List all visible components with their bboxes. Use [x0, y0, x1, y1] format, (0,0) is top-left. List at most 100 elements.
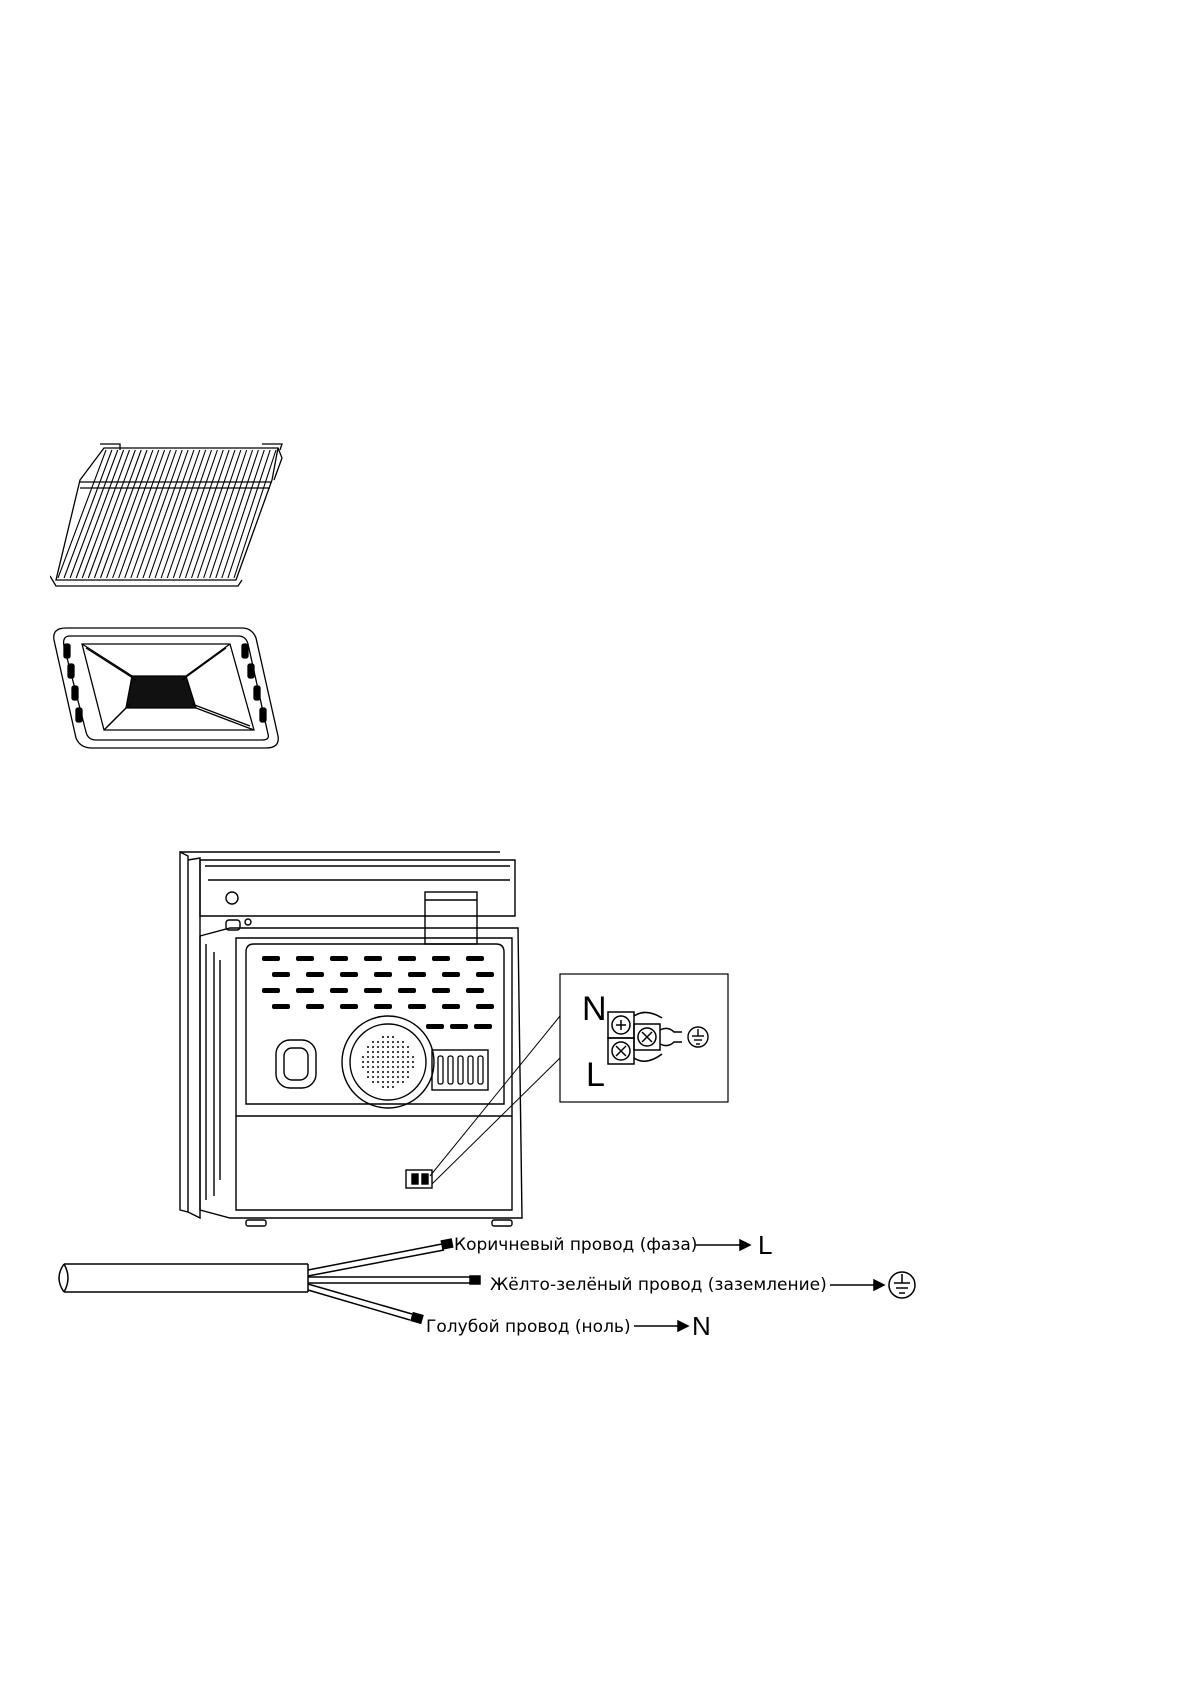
fan-dot: [392, 1061, 394, 1063]
grille-bar: [467, 1055, 474, 1085]
fan-dot: [372, 1051, 374, 1053]
fan-dot: [387, 1071, 389, 1073]
fan-dot: [387, 1036, 389, 1038]
fan-dot: [387, 1081, 389, 1083]
rack-bar: [81, 449, 130, 579]
fan-dot: [387, 1046, 389, 1048]
fan-dot: [397, 1051, 399, 1053]
vent-slot: [306, 1004, 324, 1009]
fan-dot: [362, 1061, 364, 1063]
fan-dot: [407, 1061, 409, 1063]
rack-bar: [203, 449, 248, 579]
fan-dot: [402, 1051, 404, 1053]
fan-dot: [382, 1041, 384, 1043]
fan-dot: [402, 1046, 404, 1048]
fan-dot: [372, 1081, 374, 1083]
terminal-block-icon: [607, 1011, 682, 1065]
vent-slot: [398, 988, 416, 993]
brown-wire-label: Коричневый провод (фаза): [454, 1235, 697, 1255]
fan-dot: [382, 1051, 384, 1053]
fan-dot: [377, 1066, 379, 1068]
arrow-right-icon: [634, 1238, 886, 1333]
fan-dot: [362, 1056, 364, 1058]
fan-dot: [392, 1066, 394, 1068]
terminal-label-l: L: [586, 1056, 605, 1094]
fan-dot: [392, 1051, 394, 1053]
fan-dot: [397, 1041, 399, 1043]
rack-bar: [178, 449, 224, 579]
fan-dot: [367, 1046, 369, 1048]
fan-dot: [392, 1086, 394, 1088]
fan-dot: [382, 1056, 384, 1058]
fan-dot: [377, 1061, 379, 1063]
rack-bar: [154, 449, 201, 579]
fan-dot: [382, 1036, 384, 1038]
vent-slot: [330, 956, 348, 961]
vent-slot: [450, 1024, 468, 1029]
fan-dot: [372, 1066, 374, 1068]
fan-dot: [402, 1061, 404, 1063]
rack-bar: [215, 449, 259, 579]
live-symbol: L: [758, 1230, 772, 1260]
fan-dot: [387, 1041, 389, 1043]
grid-rack-icon: [50, 443, 283, 587]
fan-dot: [382, 1046, 384, 1048]
fan-dot: [372, 1056, 374, 1058]
fan-dot: [367, 1076, 369, 1078]
rack-bar: [118, 449, 166, 579]
vent-slot: [408, 1004, 426, 1009]
rack-bar: [106, 449, 154, 579]
rack-bar: [148, 449, 195, 579]
fan-dot: [392, 1036, 394, 1038]
rack-bar: [124, 449, 172, 579]
fan-dot: [412, 1066, 414, 1068]
vent-slot: [426, 1024, 444, 1029]
rack-bar: [63, 449, 113, 579]
fan-dot: [367, 1051, 369, 1053]
rack-bar: [99, 449, 148, 579]
fan-dot: [372, 1046, 374, 1048]
rack-bar: [190, 449, 236, 579]
rack-bar: [69, 449, 119, 579]
rack-bar: [221, 449, 265, 579]
vent-slot: [364, 956, 382, 961]
fan-dot: [407, 1071, 409, 1073]
vent-slot: [364, 988, 382, 993]
fan-dot: [387, 1051, 389, 1053]
rack-bar: [233, 449, 277, 579]
fan-dot: [367, 1061, 369, 1063]
vent-slot: [296, 988, 314, 993]
fan-dot: [392, 1081, 394, 1083]
rack-bar: [57, 449, 107, 579]
rack-bar: [184, 449, 230, 579]
fan-dot: [397, 1066, 399, 1068]
fan-dot: [397, 1071, 399, 1073]
vent-slot: [272, 972, 290, 977]
fan-dot: [407, 1076, 409, 1078]
vent-slot: [432, 956, 450, 961]
fan-dot: [377, 1071, 379, 1073]
fan-dot: [377, 1041, 379, 1043]
vent-slot: [408, 972, 426, 977]
rack-bar: [75, 449, 125, 579]
vent-slot: [474, 1024, 492, 1029]
fan-dot: [382, 1081, 384, 1083]
rack-bar: [93, 449, 142, 579]
vent-slot: [476, 1004, 494, 1009]
fan-dot: [387, 1061, 389, 1063]
fan-dot: [382, 1066, 384, 1068]
vent-slot: [466, 956, 484, 961]
fan-dot: [372, 1061, 374, 1063]
fan-dot: [407, 1066, 409, 1068]
fan-dot: [387, 1066, 389, 1068]
vent-slot: [466, 988, 484, 993]
vent-slot: [340, 1004, 358, 1009]
fan-dot: [377, 1051, 379, 1053]
vent-slot: [442, 1004, 460, 1009]
fan-dot: [412, 1061, 414, 1063]
fan-dot: [382, 1086, 384, 1088]
fan-dot: [367, 1066, 369, 1068]
vent-slot: [330, 988, 348, 993]
rack-bar: [160, 449, 207, 579]
fan-dot: [392, 1071, 394, 1073]
